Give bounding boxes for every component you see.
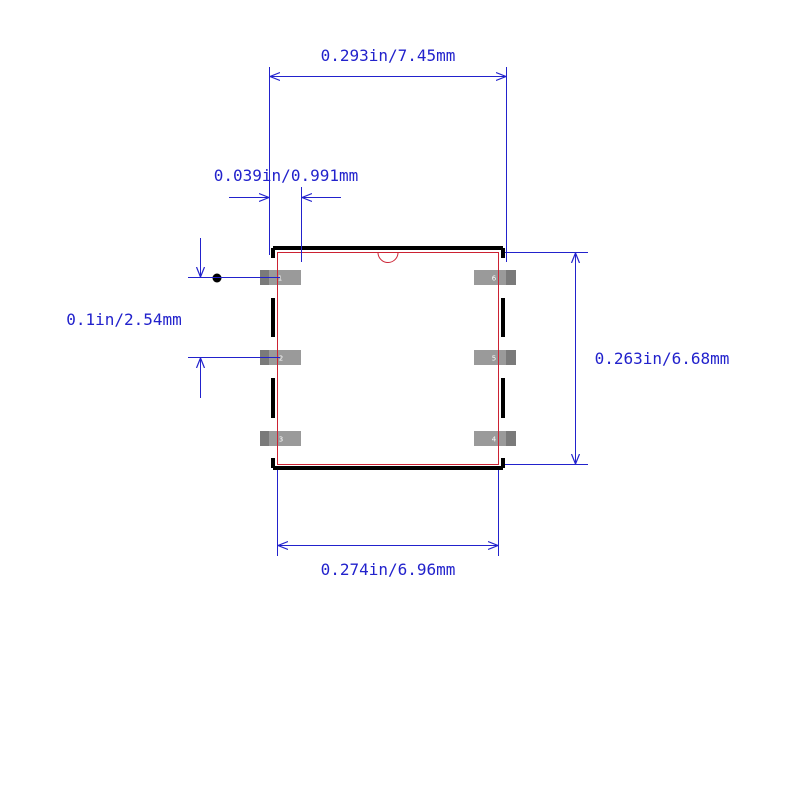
pin-label: 6 [492, 275, 497, 283]
pin-label: 4 [492, 436, 497, 444]
dimension-top-width-label: 0.293in/7.45mm [321, 46, 456, 65]
dimension-lines [188, 67, 588, 556]
assembly-outline [277, 252, 499, 465]
pad-6: 6 [474, 270, 516, 285]
pin-label: 2 [279, 355, 283, 363]
pin-label: 5 [492, 355, 496, 363]
dimension-pad-width-label: 0.039in/0.991mm [214, 166, 359, 185]
pads: 1 2 3 4 5 6 [260, 270, 516, 446]
dimension-height-label: 0.263in/6.68mm [595, 349, 730, 368]
pin-label: 1 [278, 275, 282, 283]
silkscreen-outline [271, 246, 505, 470]
pin-label: 3 [279, 436, 283, 444]
pad-5: 5 [474, 350, 516, 365]
pad-4: 4 [474, 431, 516, 446]
pad-3: 3 [260, 431, 301, 446]
dimension-bottom-width-label: 0.274in/6.96mm [321, 560, 456, 579]
dimension-pitch-label: 0.1in/2.54mm [66, 310, 182, 329]
dimension-labels: 0.293in/7.45mm 0.039in/0.991mm 0.1in/2.5… [66, 46, 729, 579]
